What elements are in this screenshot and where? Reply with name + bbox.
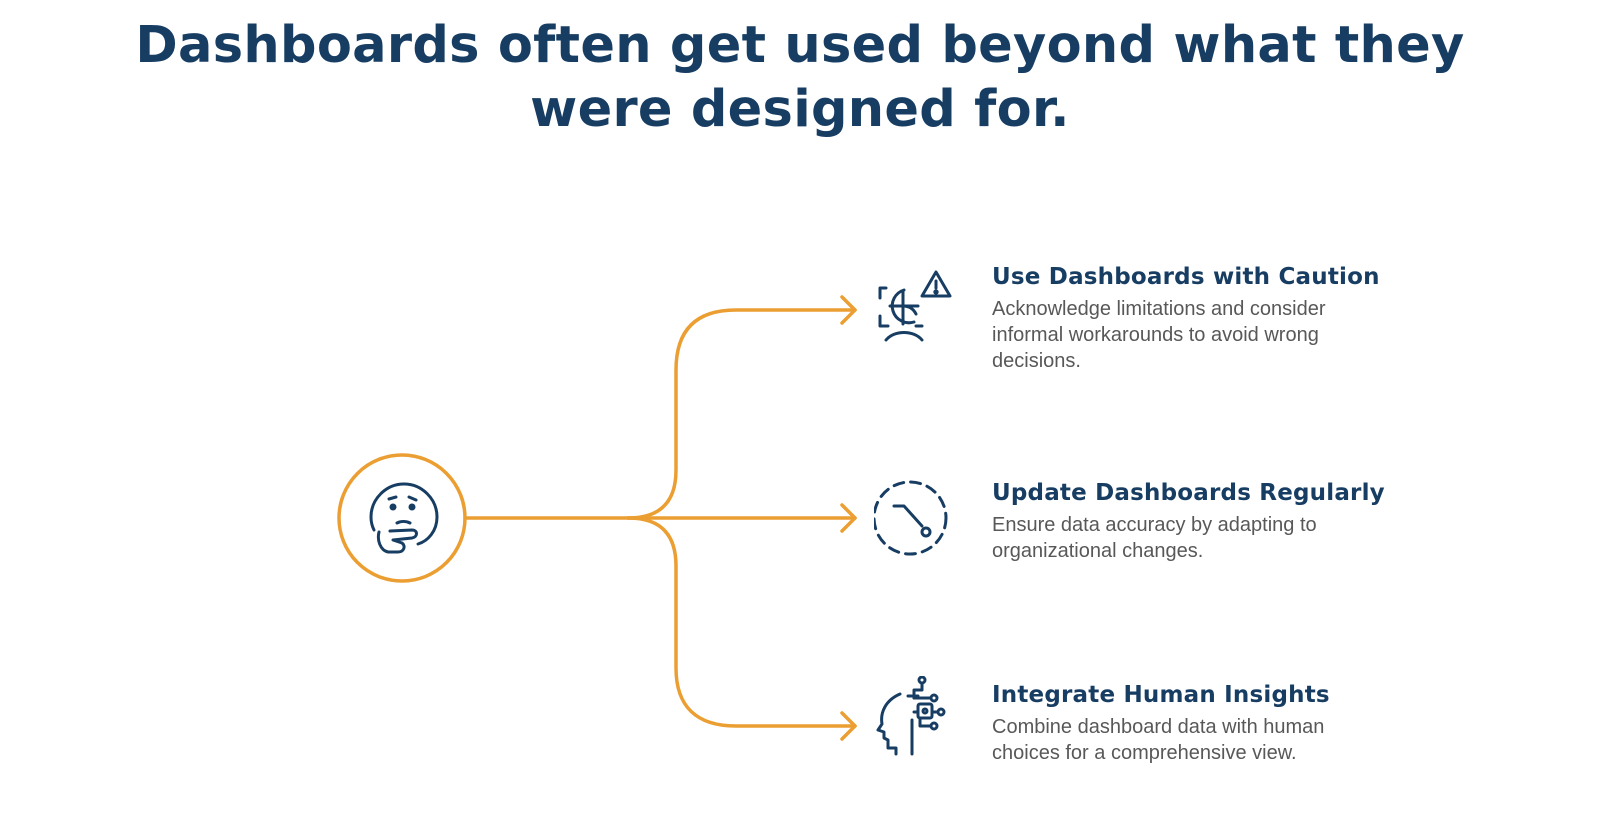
center-circle [337, 453, 467, 583]
item-use-with-caution: Use Dashboards with Caution Acknowledge … [992, 262, 1452, 374]
arrowhead-bottom [840, 711, 857, 741]
item-description: Ensure data accuracy by adapting to orga… [992, 514, 1317, 562]
item-title: Integrate Human Insights [992, 682, 1330, 708]
arrowhead-middle [840, 503, 857, 533]
item-title: Update Dashboards Regularly [992, 480, 1385, 506]
item-title: Use Dashboards with Caution [992, 264, 1380, 290]
human-insights-icon [876, 676, 946, 756]
title-line-1: Dashboards often get used beyond what th… [135, 16, 1465, 75]
item-update-regularly: Update Dashboards Regularly Ensure data … [992, 478, 1452, 564]
branch-line-top [626, 308, 857, 520]
page-title: Dashboards often get used beyond what th… [0, 14, 1600, 142]
thinking-face-icon [369, 482, 439, 554]
clock-update-icon [874, 480, 948, 556]
branch-line-bottom [626, 516, 857, 728]
item-human-insights: Integrate Human Insights Combine dashboa… [992, 680, 1452, 766]
item-description: Acknowledge limitations and consider inf… [992, 298, 1326, 372]
dashboard-caution-icon [878, 270, 952, 342]
item-description: Combine dashboard data with human choice… [992, 716, 1325, 764]
arrowhead-top [840, 295, 857, 325]
title-line-2: were designed for. [530, 80, 1070, 139]
